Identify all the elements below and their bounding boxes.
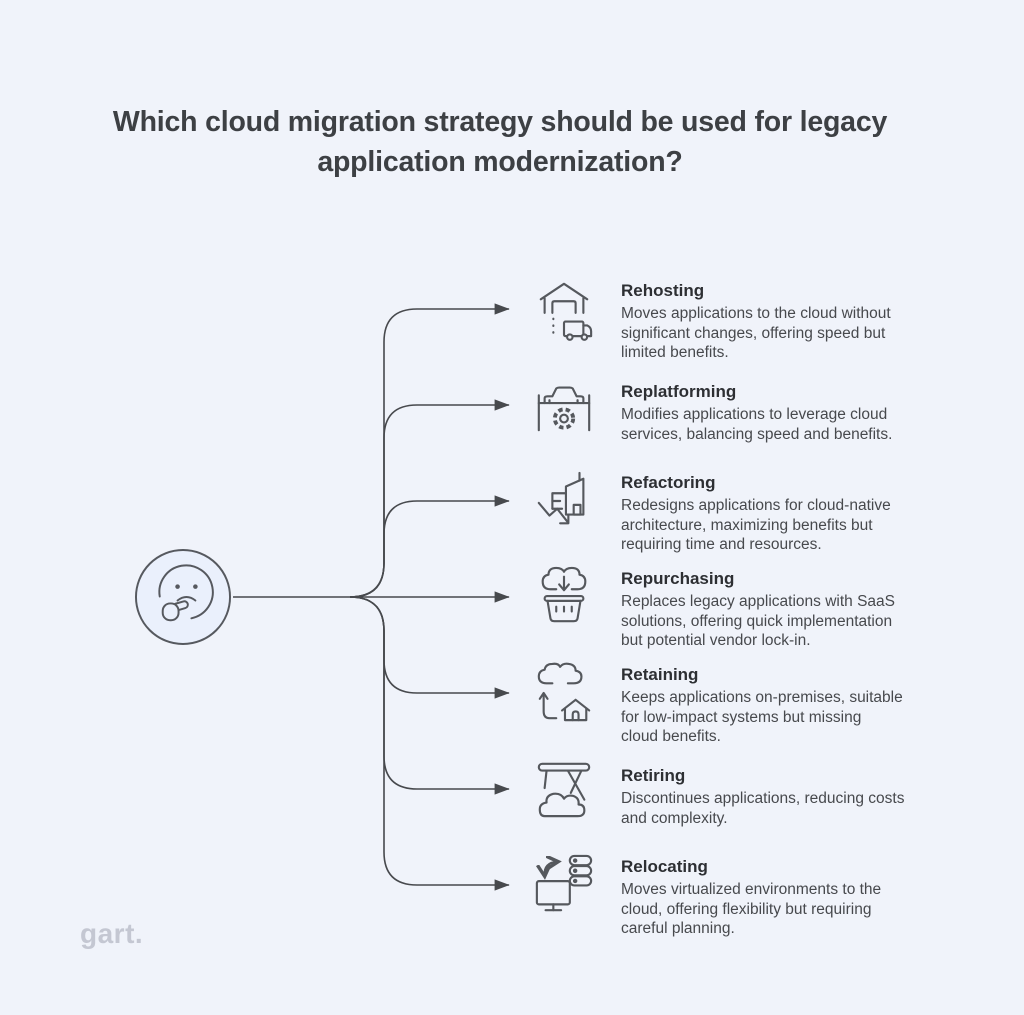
strategy-retiring: Retiring Discontinues applications, redu… bbox=[533, 756, 904, 828]
strategy-description: Redesigns applications for cloud-native … bbox=[621, 497, 891, 553]
strategy-description: Discontinues applications, reducing cost… bbox=[621, 790, 905, 827]
thinking-face-icon bbox=[134, 548, 232, 646]
strategy-name: Replatforming bbox=[621, 382, 737, 401]
strategy-description: Replaces legacy applications with SaaS s… bbox=[621, 593, 895, 649]
strategy-name: Retiring bbox=[621, 766, 686, 785]
cloud-download-basket-icon bbox=[533, 564, 595, 630]
gart-logo: gart. bbox=[80, 918, 144, 949]
strategy-description: Modifies applications to leverage cloud … bbox=[621, 406, 893, 443]
strategy-name: Relocating bbox=[621, 857, 708, 876]
table-into-cloud-icon bbox=[533, 756, 595, 822]
strategy-description: Keeps applications on-premises, suitable… bbox=[621, 689, 903, 745]
strategy-name: Rehosting bbox=[621, 281, 705, 300]
cloud-arrow-house-icon bbox=[533, 660, 595, 726]
car-lift-gear-icon bbox=[533, 372, 595, 438]
monitor-server-swap-icon bbox=[533, 852, 595, 918]
strategy-refactoring: Refactoring Redesigns applications for c… bbox=[533, 468, 891, 555]
strategy-description: Moves applications to the cloud without … bbox=[621, 305, 891, 361]
strategy-replatforming: Replatforming Modifies applications to l… bbox=[533, 372, 892, 444]
strategy-retaining: Retaining Keeps applications on-premises… bbox=[533, 660, 903, 747]
strategy-name: Repurchasing bbox=[621, 569, 735, 588]
strategy-name: Retaining bbox=[621, 665, 699, 684]
strategy-relocating: Relocating Moves virtualized environment… bbox=[533, 852, 881, 939]
strategy-repurchasing: Repurchasing Replaces legacy application… bbox=[533, 564, 895, 651]
strategy-name: Refactoring bbox=[621, 473, 716, 492]
building-redesign-arrow-icon bbox=[533, 468, 595, 534]
page-title: Which cloud migration strategy should be… bbox=[112, 106, 888, 178]
strategy-description: Moves virtualized environments to the cl… bbox=[621, 881, 882, 937]
strategy-rehosting: Rehosting Moves applications to the clou… bbox=[533, 276, 891, 363]
house-to-truck-icon bbox=[533, 276, 595, 342]
